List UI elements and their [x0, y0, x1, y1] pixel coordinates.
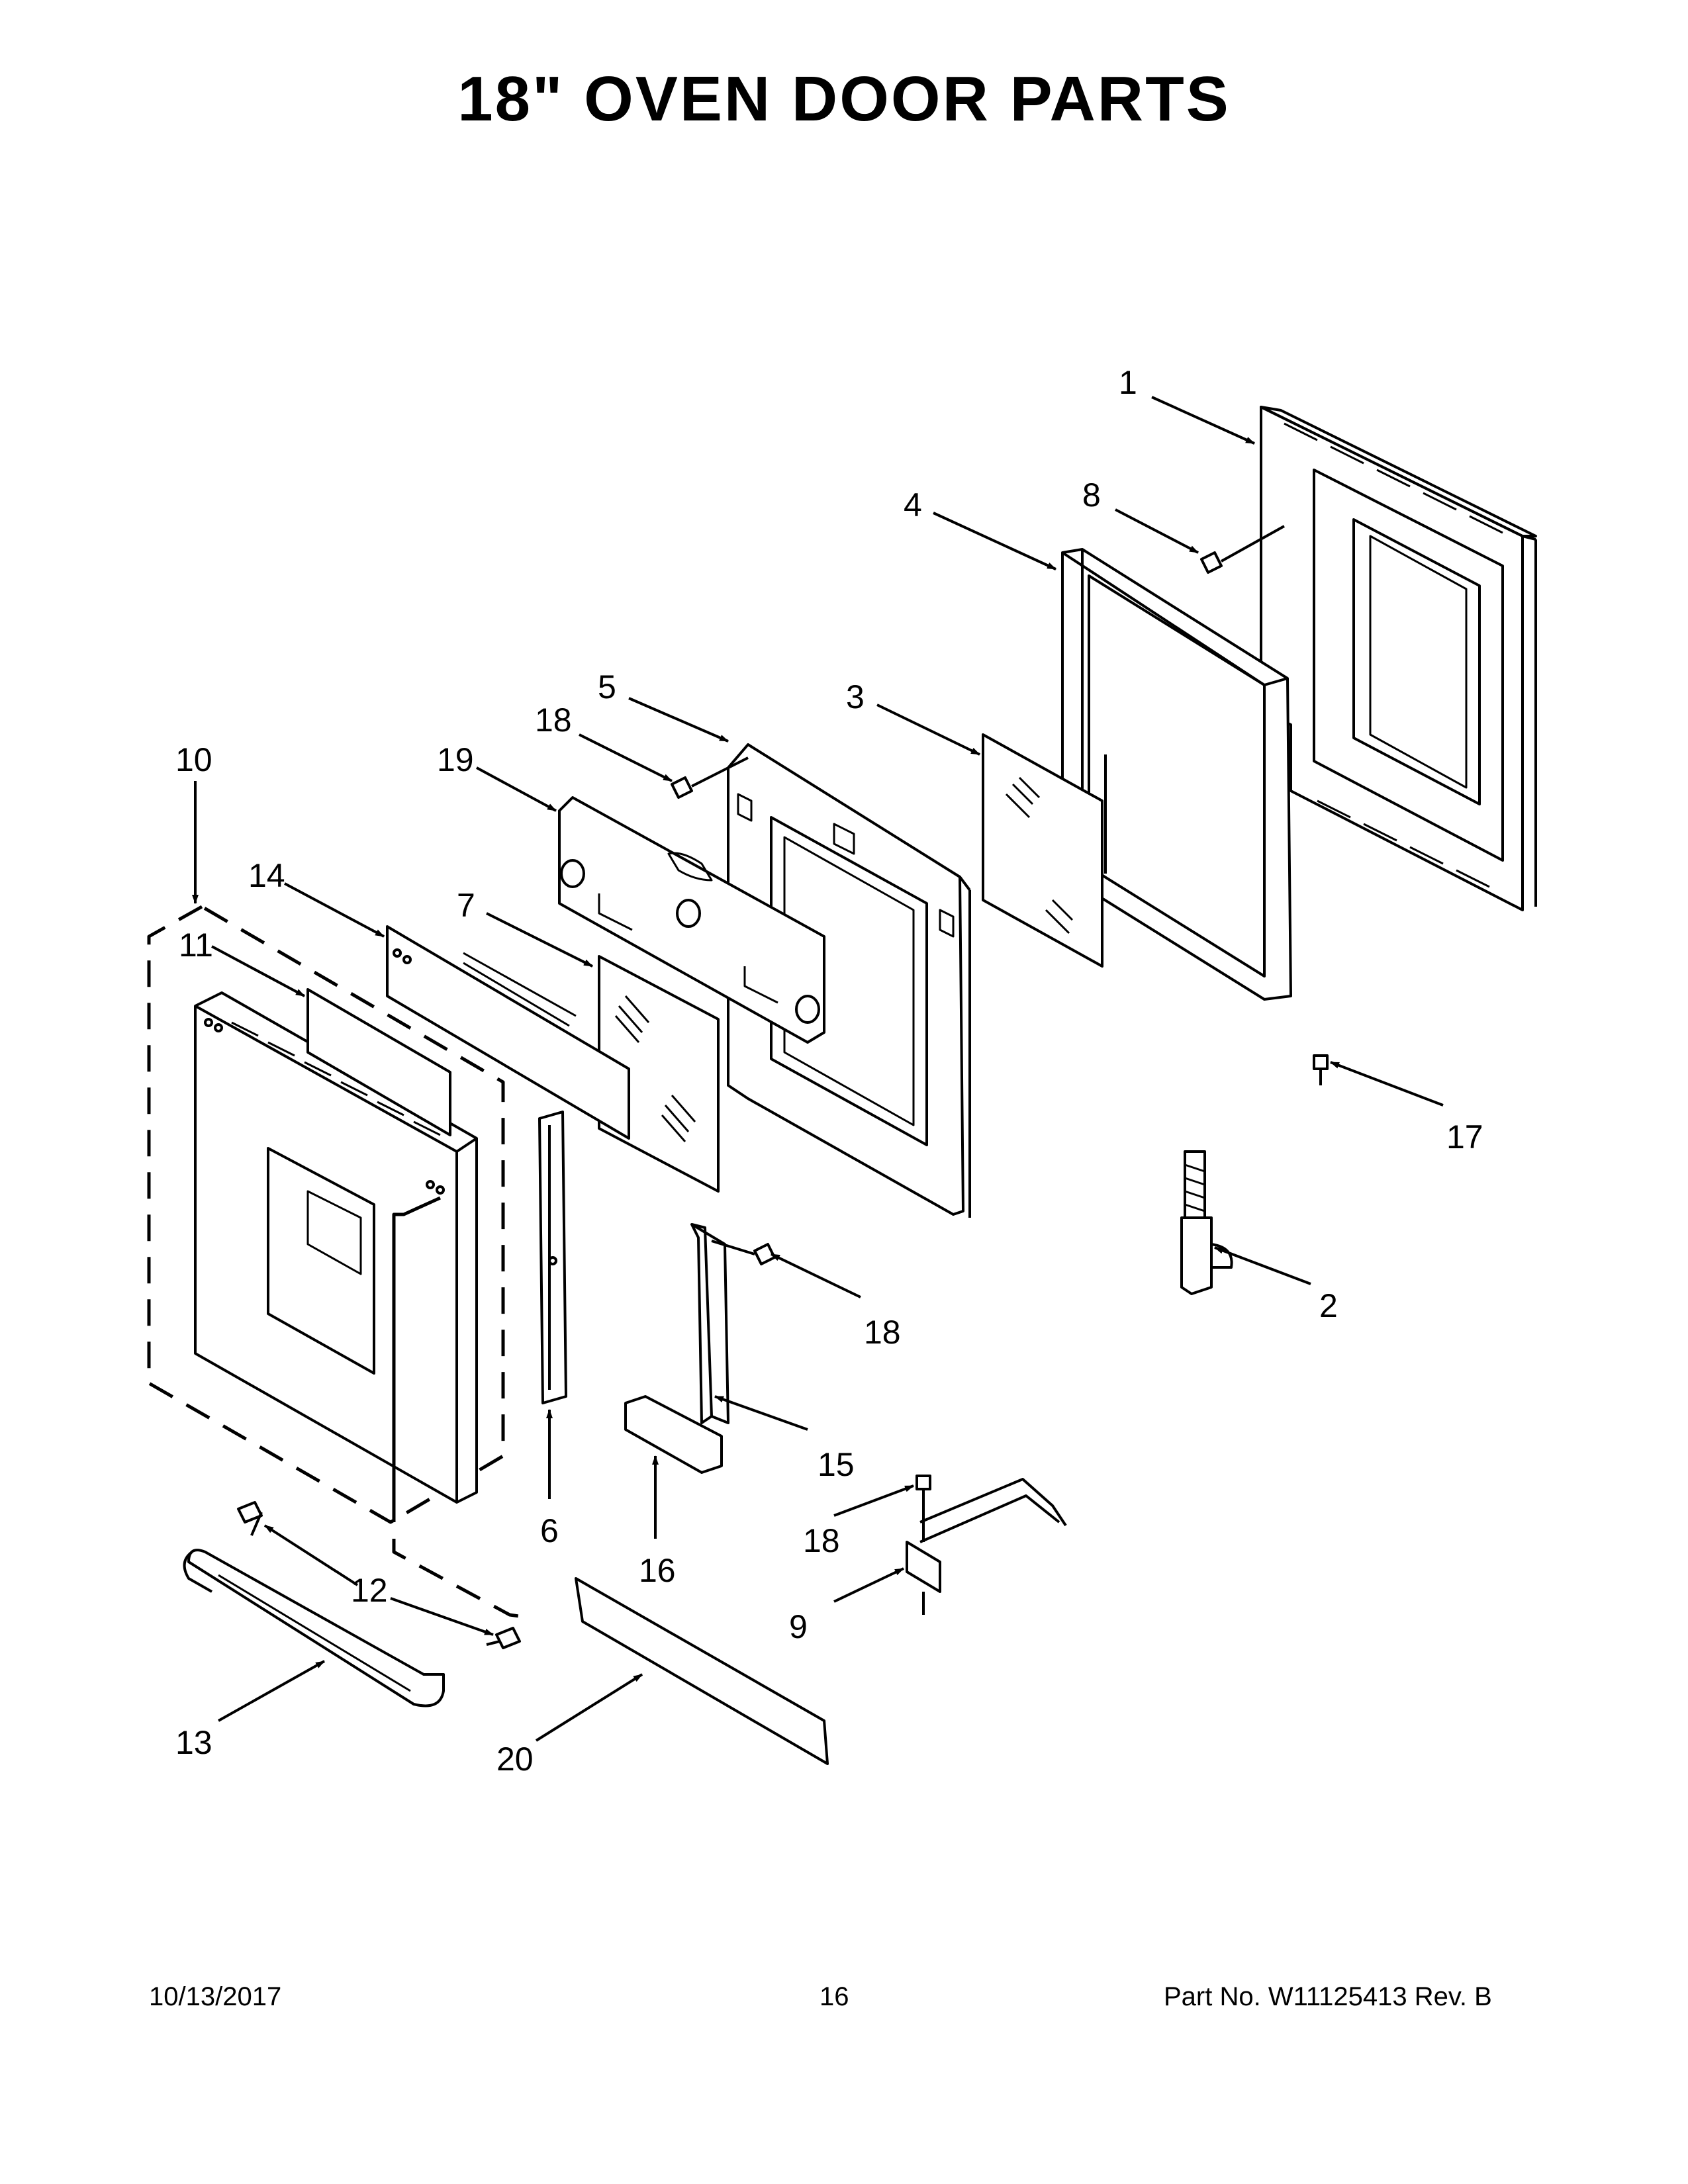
screw-part-8	[1200, 525, 1285, 574]
leader-line-4	[933, 512, 1056, 570]
screw-part-17	[1313, 1054, 1329, 1085]
footer-date: 10/13/2017	[149, 1982, 282, 2011]
leader-line-8	[1115, 508, 1199, 554]
callout-3: 3	[846, 678, 865, 715]
screw-part-18-top	[671, 756, 749, 799]
leader-line-1	[1151, 396, 1255, 445]
callout-14: 14	[248, 857, 285, 894]
outer-door-assembly-outline	[147, 905, 505, 1524]
leader-line-11	[211, 945, 305, 997]
part-top-vent-plate	[306, 988, 451, 1136]
part-door-top-trim	[386, 925, 630, 1140]
leader-line-14	[284, 882, 385, 938]
part-hinge-support	[906, 1478, 1067, 1615]
leader-line-20	[535, 1673, 643, 1742]
screw-part-18-mid	[711, 1240, 776, 1265]
callout-5: 5	[598, 668, 616, 705]
leader-line-12-left	[263, 1524, 359, 1586]
leader-line-18-top	[579, 733, 673, 782]
callout-9: 9	[789, 1608, 808, 1645]
leader-line-3	[876, 704, 980, 756]
leader-line-17	[1330, 1061, 1444, 1107]
page-title: 18" OVEN DOOR PARTS	[457, 64, 1231, 134]
part-small-plate	[624, 1395, 723, 1474]
part-insulation-shield	[558, 796, 825, 1044]
callout-6: 6	[540, 1512, 559, 1549]
part-side-bracket	[538, 1111, 567, 1404]
callout-2: 2	[1319, 1287, 1338, 1324]
leader-line-15	[714, 1395, 808, 1431]
leader-line-18-mid	[771, 1253, 861, 1298]
callout-1: 1	[1119, 364, 1137, 401]
leader-line-9	[833, 1567, 904, 1603]
callout-19: 19	[437, 741, 474, 778]
callout-20: 20	[496, 1741, 534, 1778]
callout-8: 8	[1082, 477, 1101, 514]
leader-line-2	[1214, 1246, 1311, 1285]
callout-7: 7	[457, 887, 475, 924]
callout-18-top: 18	[535, 702, 572, 739]
callout-12: 12	[351, 1572, 388, 1609]
leader-line-5	[628, 697, 729, 743]
part-inner-door-panel	[1260, 406, 1537, 911]
part-hinge-bracket	[690, 1223, 729, 1424]
part-bottom-trim	[575, 1577, 829, 1765]
leader-line-12-right	[390, 1597, 494, 1636]
part-door-handle	[183, 1549, 445, 1707]
leader-line-13	[218, 1660, 325, 1722]
leader-line-7	[486, 912, 593, 968]
callout-17: 17	[1446, 1118, 1483, 1156]
callout-10: 10	[175, 741, 212, 778]
part-door-frame	[1061, 548, 1292, 1001]
screw-part-12-left	[237, 1501, 263, 1536]
part-inner-glass	[982, 733, 1103, 968]
screw-part-18-bottom	[915, 1475, 931, 1542]
footer-page-number: 16	[820, 1982, 849, 2011]
callout-11: 11	[179, 927, 213, 964]
part-outer-door-panel	[194, 991, 478, 1522]
callout-18-bottom: 18	[803, 1522, 840, 1559]
part-door-hinge	[1180, 1150, 1233, 1295]
callout-4: 4	[904, 486, 922, 523]
footer-part-number: Part No. W11125413 Rev. B	[1164, 1982, 1492, 2011]
leader-line-18-bottom	[833, 1484, 914, 1517]
callout-16: 16	[639, 1552, 676, 1589]
leader-line-19	[476, 766, 557, 812]
callout-18-mid: 18	[864, 1314, 901, 1351]
callout-15: 15	[818, 1446, 855, 1483]
screw-part-12-right	[486, 1627, 521, 1649]
callout-13: 13	[175, 1724, 212, 1761]
